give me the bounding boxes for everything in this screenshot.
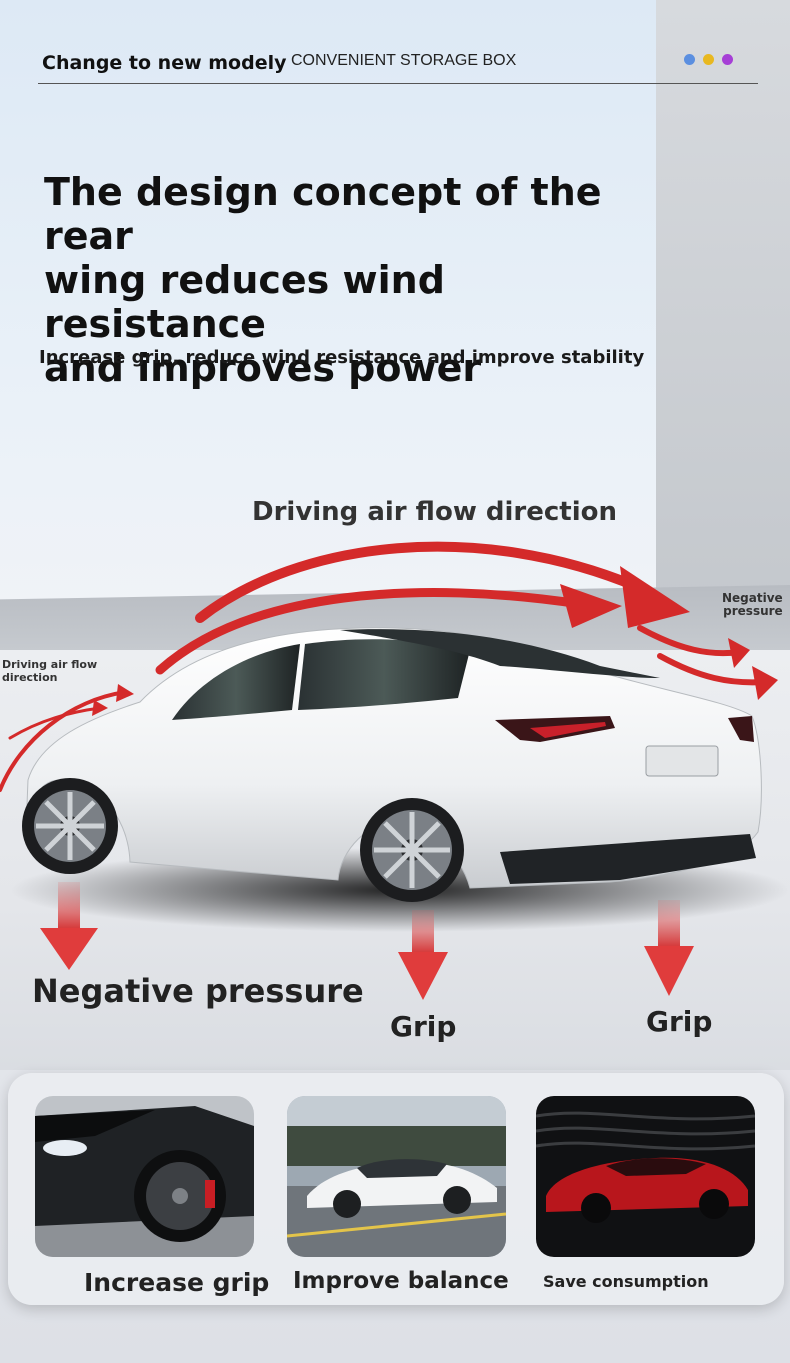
negative-right-line-1: Negative [722,591,783,605]
downforce-arrow-center [398,910,448,1000]
header-dots [684,54,733,65]
airflow-left-line-2: direction [2,671,58,684]
downforce-arrow-left [40,882,98,970]
rear-wheel [360,798,464,902]
feature-image-improve-balance [287,1096,506,1257]
car-window-rear [298,639,470,710]
airflow-left-line-1: Driving air flow [2,658,98,671]
tail-light-right [728,716,754,742]
airflow-left-label: Driving air flow direction [2,658,97,684]
header-divider [38,83,758,84]
car-glass-roof [340,629,660,678]
negative-right-line-2: pressure [723,604,783,618]
feature-image-increase-grip [35,1096,254,1257]
feature-caption-1: Increase grip [84,1268,270,1297]
airflow-main-label: Driving air flow direction [252,497,617,527]
feature-caption-2: Improve balance [293,1268,509,1294]
downforce-arrow-right [644,900,694,996]
headline-line-2: wing reduces wind resistance [44,258,445,346]
headline-line-3: and improves power [44,346,482,390]
airflow-arrows [0,541,767,792]
dot-yellow [703,54,714,65]
background-wall [656,0,790,640]
headline: The design concept of the rear wing redu… [44,170,664,390]
header-model-text: Change to new modely [42,52,287,74]
aero-diagram [0,541,790,1000]
car-window-front [172,644,300,720]
rear-diffuser [500,834,756,884]
license-plate [645,745,719,777]
dot-blue [684,54,695,65]
header-storage-text: CONVENIENT STORAGE BOX [291,52,517,69]
grip-label-right: Grip [646,1005,713,1038]
negative-pressure-label: Negative pressure [32,972,364,1010]
dot-purple [722,54,733,65]
headline-line-1: The design concept of the rear [44,170,602,258]
grip-label-center: Grip [390,1010,457,1043]
negative-pressure-right-label: Negative pressure [722,592,783,618]
feature-image-save-consumption [536,1096,755,1257]
subheadline: Increase grip, reduce wind resistance an… [39,347,645,368]
front-wheel [22,778,118,874]
airflow-arrowheads [92,566,778,716]
feature-caption-3: Save consumption [543,1272,709,1291]
